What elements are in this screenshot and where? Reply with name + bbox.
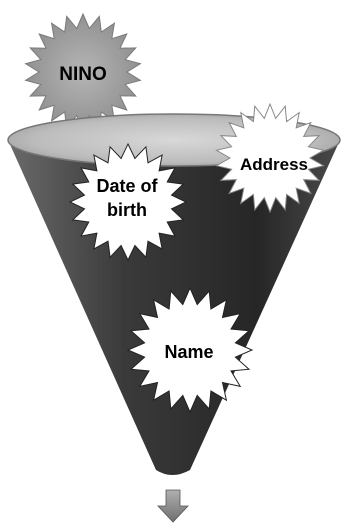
- nino-label: NINO: [59, 64, 107, 85]
- arrow-down-icon: [158, 490, 188, 522]
- date-of-birth-label-line2: birth: [107, 200, 147, 220]
- date-of-birth-label-line1: Date of: [96, 176, 158, 196]
- name-label: Name: [164, 342, 213, 362]
- address-label: Address: [240, 155, 308, 174]
